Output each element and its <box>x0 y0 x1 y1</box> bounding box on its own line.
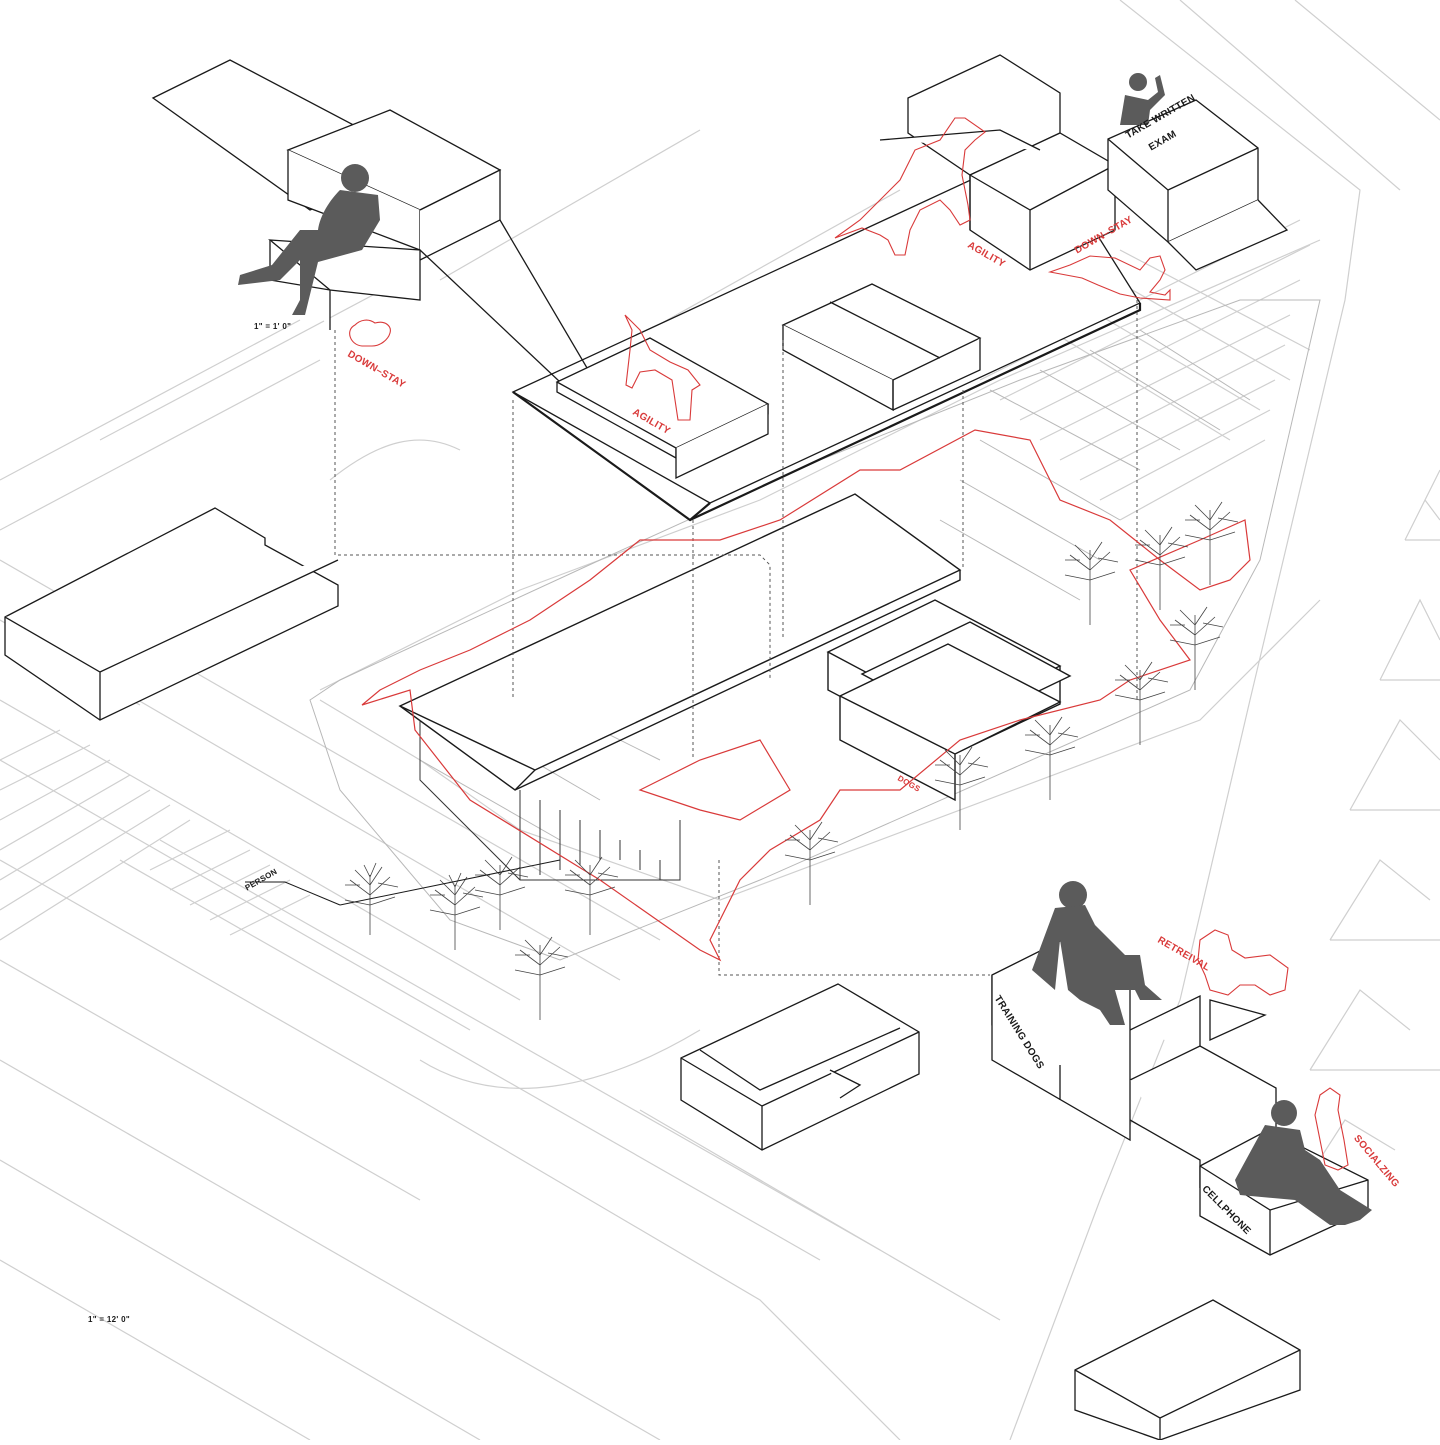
dog-line-icon <box>1197 929 1289 996</box>
tree-icon <box>429 872 484 950</box>
tree-icon <box>564 856 619 935</box>
tree-icon <box>1024 716 1079 800</box>
tree-icon <box>1184 501 1239 585</box>
exploded-roof <box>151 54 1289 522</box>
leader-lines <box>245 859 561 906</box>
dog-line-icon <box>1314 1087 1349 1171</box>
dogs <box>349 117 1349 1171</box>
main-building <box>398 493 1072 881</box>
scale-site-label: 1" = 12' 0" <box>88 1315 130 1324</box>
tree-icon <box>1114 661 1169 745</box>
tree-icon <box>1064 541 1119 625</box>
tree-icon <box>344 862 399 935</box>
person-silhouette-icon <box>1032 881 1162 1025</box>
tree-icon <box>1169 606 1224 690</box>
dog-line-icon <box>834 117 986 256</box>
tree-icon <box>934 746 989 830</box>
projection-lines <box>334 300 1138 976</box>
trees <box>344 501 1239 1020</box>
scale-detail-label: 1" = 1' 0" <box>254 322 292 331</box>
dog-line-icon <box>624 314 701 421</box>
tree-icon <box>474 856 529 930</box>
person-silhouettes <box>238 73 1372 1225</box>
circulation-path <box>361 429 1251 962</box>
person-silhouette-icon <box>1120 73 1165 125</box>
tree-icon <box>1134 526 1189 610</box>
tree-icon <box>514 936 569 1020</box>
person-silhouette-icon <box>238 164 380 315</box>
context-blocks <box>4 507 1369 1441</box>
tree-icon <box>784 821 839 905</box>
dog-line-icon <box>349 319 391 347</box>
dog-line-icon <box>1047 255 1171 301</box>
person-silhouette-icon <box>1235 1100 1372 1225</box>
